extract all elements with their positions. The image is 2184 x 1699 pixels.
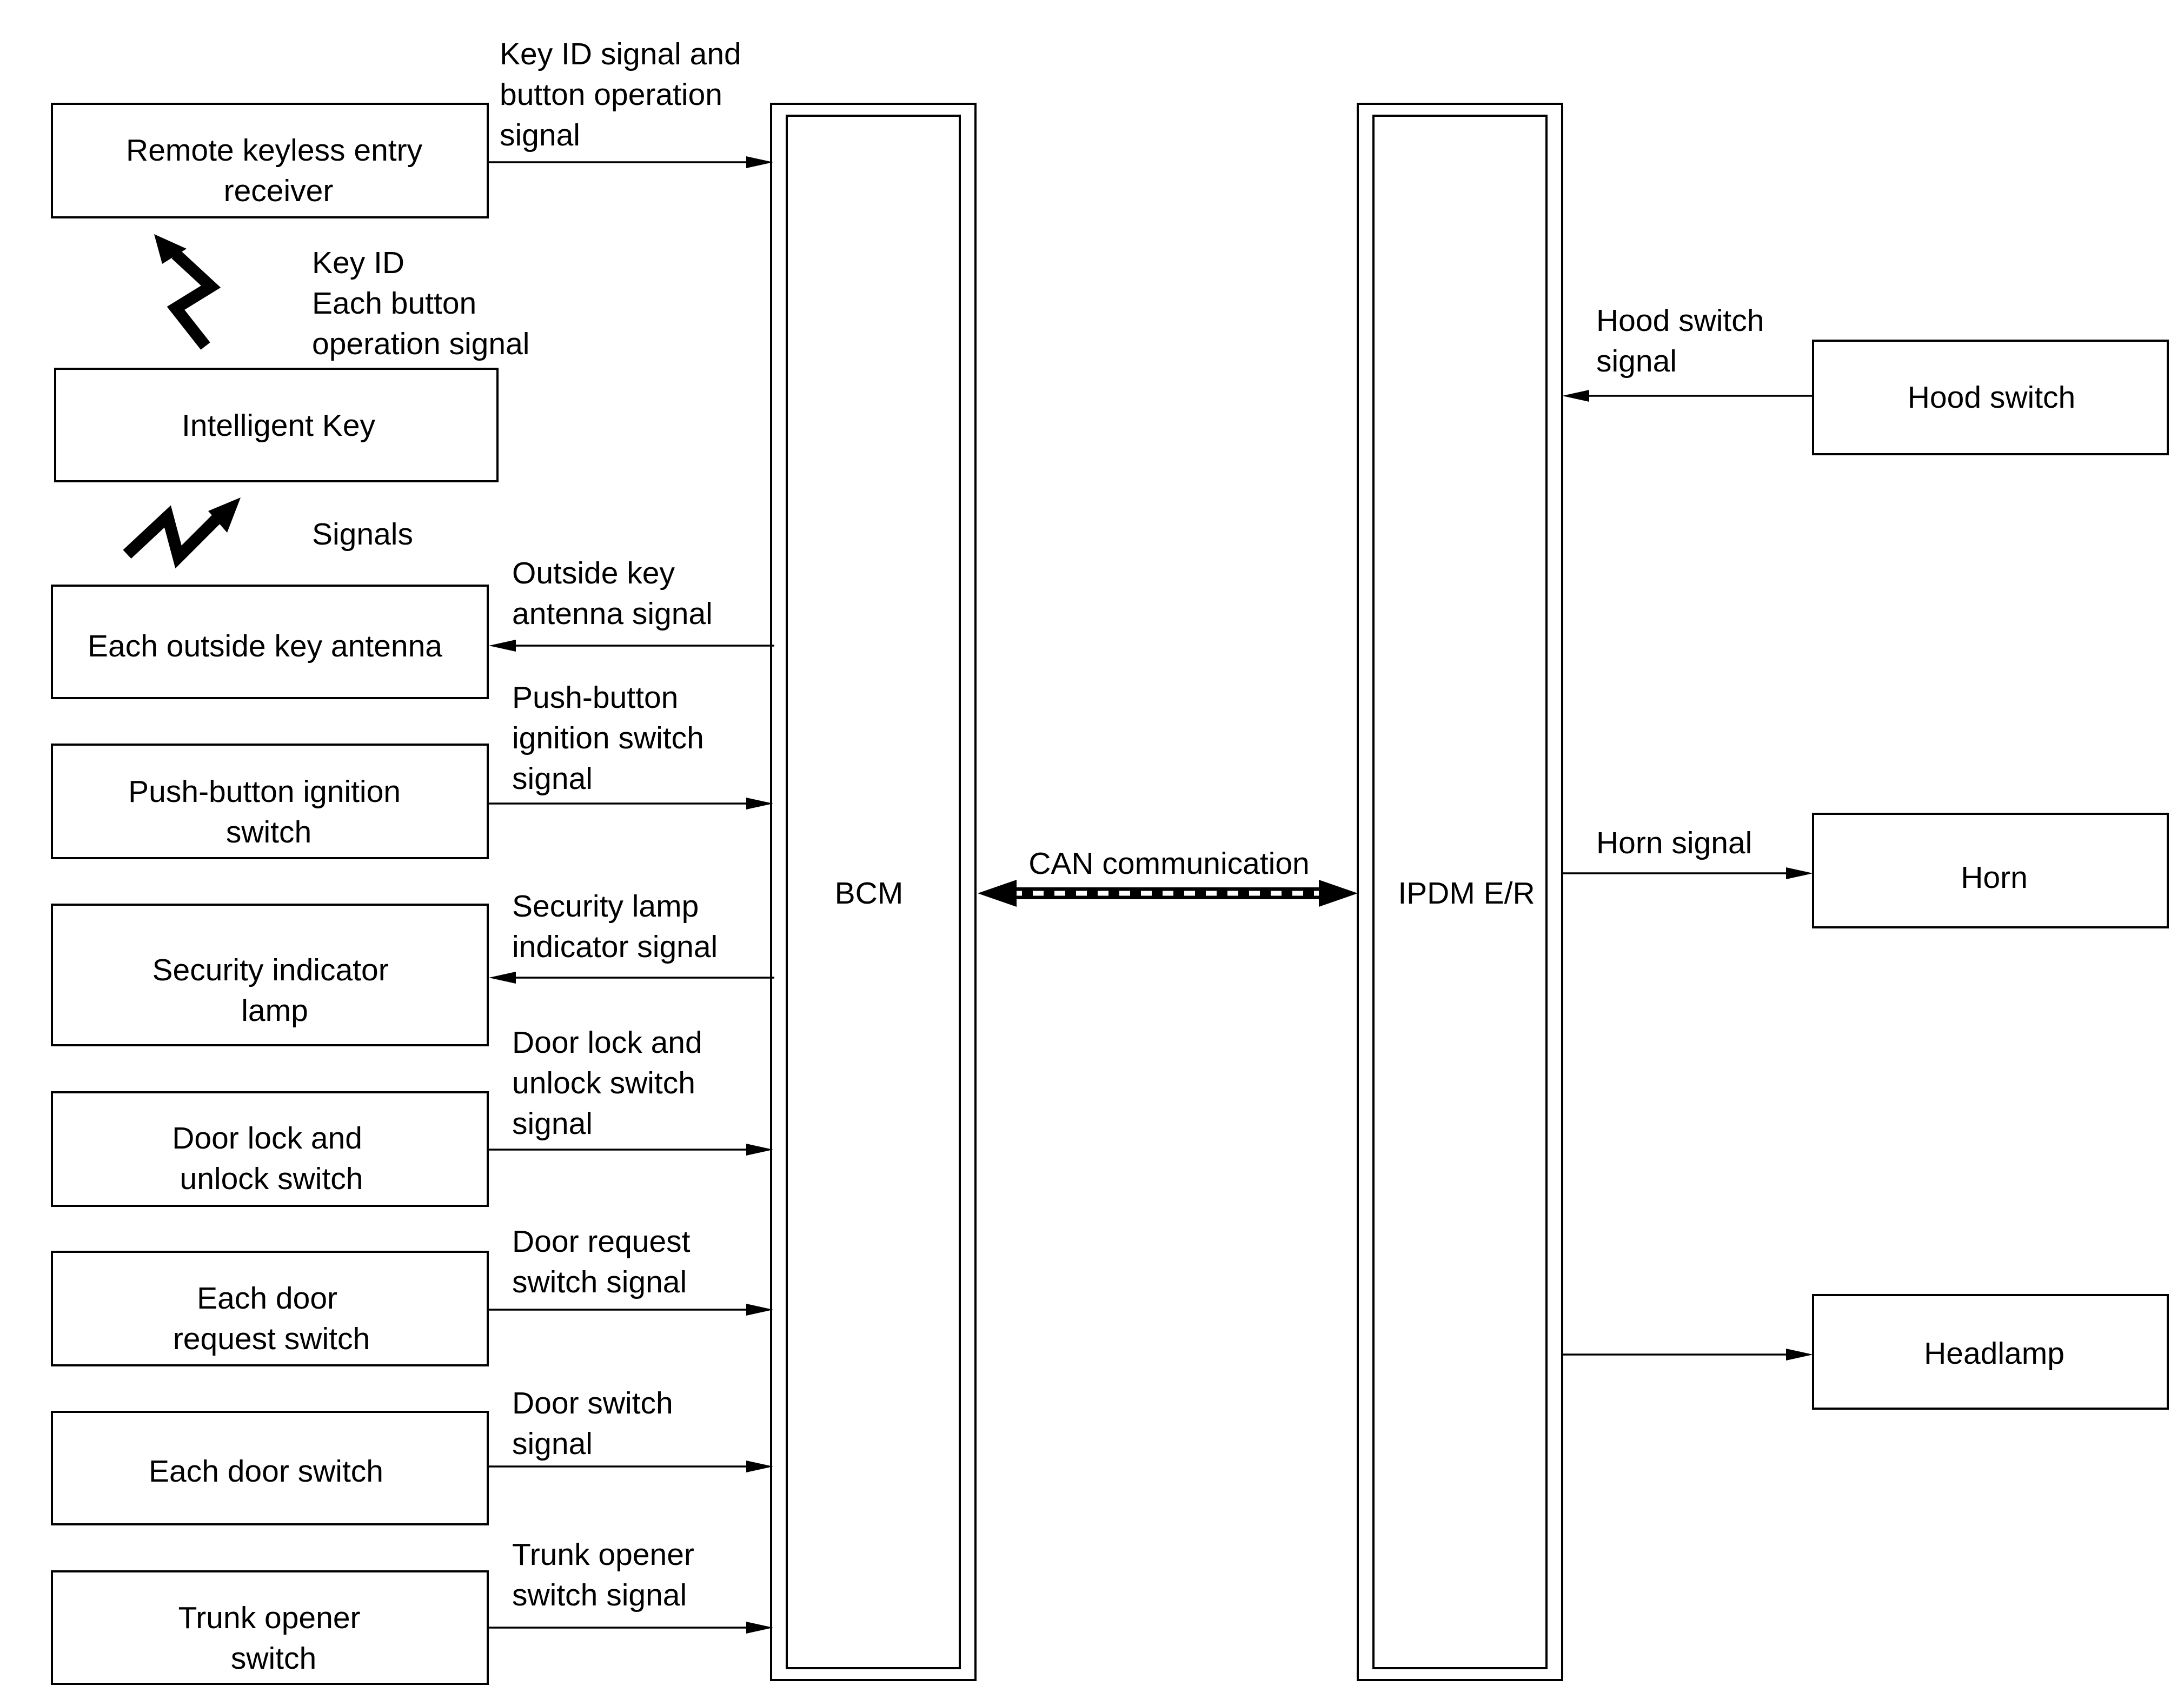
box-label: Each door switch: [149, 1454, 383, 1489]
box-label: Push-button ignition switch: [128, 774, 409, 849]
box-label: Door lock and unlock switch: [172, 1121, 371, 1196]
arrow-trunk-opener-to-bcm: [488, 1622, 773, 1634]
module-bcm: BCM: [770, 103, 977, 1681]
label-can-communication: CAN communication: [1028, 846, 1310, 881]
box-headlamp: Headlamp: [1812, 1294, 2169, 1410]
label-key-id-signal: Key ID signal and button operation signa…: [500, 37, 750, 152]
arrow-bcm-to-security-lamp: [489, 972, 774, 984]
label-trunk-opener-signal: Trunk opener switch signal: [512, 1537, 703, 1612]
arrow-hood-switch-to-ipdm: [1562, 390, 1813, 402]
wireless-arrow-key-to-antenna: [123, 497, 241, 569]
label-outside-key-antenna-signal: Outside key antenna signal: [512, 556, 713, 631]
box-label: Hood switch: [1908, 380, 2075, 415]
box-label: Security indicator lamp: [152, 953, 397, 1028]
box-label: Headlamp: [1924, 1336, 2064, 1371]
arrow-ipdm-to-headlamp: [1562, 1349, 1813, 1360]
label-signals: Signals: [312, 517, 413, 552]
arrow-push-button-to-bcm: [488, 798, 773, 809]
box-push-button-ignition-switch: Push-button ignition switch: [51, 744, 489, 859]
arrow-door-lock-to-bcm: [488, 1144, 773, 1156]
arrow-key-id-to-bcm: [488, 156, 773, 168]
label-horn-signal: Horn signal: [1596, 826, 1752, 860]
arrow-door-switch-to-bcm: [488, 1461, 773, 1472]
box-label-line-1: Remote keyless entry receiver: [126, 133, 431, 208]
box-trunk-opener-switch: Trunk opener switch: [51, 1570, 489, 1685]
box-label: Each outside key antenna: [88, 629, 442, 663]
arrow-bcm-to-outside-antenna: [489, 640, 774, 652]
can-communication-bus: [978, 880, 1358, 907]
box-horn: Horn: [1812, 813, 2169, 928]
box-label: Each door request switch: [173, 1281, 370, 1356]
box-label: Trunk opener switch: [178, 1601, 369, 1676]
label-key-id-each-button: Key ID Each button operation signal: [312, 245, 529, 361]
wireless-arrow-key-to-receiver: [154, 234, 221, 350]
arrow-ipdm-to-horn: [1562, 867, 1813, 879]
label-door-lock-signal: Door lock and unlock switch signal: [512, 1025, 711, 1141]
box-each-door-request-switch: Each door request switch: [51, 1251, 489, 1366]
box-intelligent-key: Intelligent Key: [54, 368, 499, 482]
box-hood-switch: Hood switch: [1812, 340, 2169, 455]
bcm-label: BCM: [835, 876, 904, 911]
ipdm-label: IPDM E/R: [1398, 876, 1535, 911]
label-door-request-signal: Door request switch signal: [512, 1224, 699, 1299]
label-security-lamp-signal: Security lamp indicator signal: [512, 889, 718, 964]
box-each-door-switch: Each door switch: [51, 1411, 489, 1525]
box-door-lock-unlock-switch: Door lock and unlock switch: [51, 1091, 489, 1207]
module-ipdm-er: IPDM E/R: [1357, 103, 1563, 1681]
label-hood-switch-signal: Hood switch signal: [1596, 303, 1773, 379]
label-push-button-signal: Push-button ignition switch signal: [512, 680, 713, 796]
box-each-outside-key-antenna: Each outside key antenna: [51, 585, 489, 699]
box-remote-keyless-entry-receiver: Remote keyless entry receiver: [51, 103, 489, 218]
box-security-indicator-lamp: Security indicator lamp: [51, 904, 489, 1046]
box-label: Horn: [1961, 860, 2028, 895]
label-door-switch-signal: Door switch signal: [512, 1386, 682, 1461]
arrow-door-request-to-bcm: [488, 1304, 773, 1316]
box-label: Intelligent Key: [182, 408, 376, 443]
